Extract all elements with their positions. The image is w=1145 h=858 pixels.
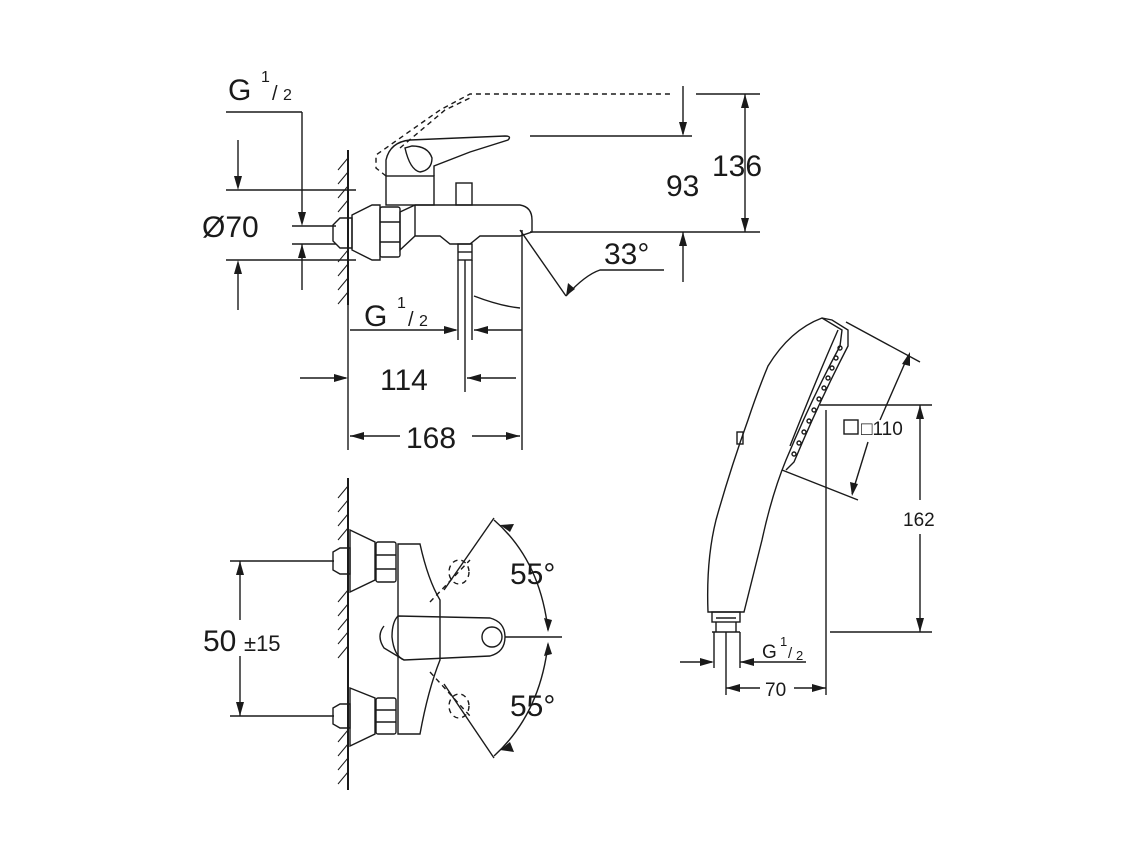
width-label: 70 xyxy=(765,680,786,701)
diverter-knob xyxy=(455,182,473,206)
front-lever xyxy=(391,615,506,661)
thread-top-base: G xyxy=(228,74,251,107)
thread-outlet-num: 1 xyxy=(397,295,406,312)
rotation-down-label: 55° xyxy=(510,690,555,723)
svg-text:/: / xyxy=(408,309,414,331)
depth-total-label: 168 xyxy=(406,422,456,455)
rosette xyxy=(351,204,381,261)
union-nut xyxy=(379,206,401,258)
front-body xyxy=(397,543,441,735)
diameter-label: Ø70 xyxy=(202,211,259,244)
thread-top-num: 1 xyxy=(261,69,270,86)
lever-rotation-positions xyxy=(429,559,471,719)
thread-top-den: 2 xyxy=(283,87,292,104)
rotation-up-label: 55° xyxy=(510,558,555,591)
height-total-label: 136 xyxy=(712,150,762,183)
upper-rosette xyxy=(349,528,376,594)
wall-hatching-front xyxy=(337,485,349,785)
length-label: 162 xyxy=(903,510,935,531)
spray-selector xyxy=(736,431,744,445)
head-size-label: □110 xyxy=(861,419,903,440)
lever-column xyxy=(385,175,435,206)
shower-outline xyxy=(706,317,843,613)
mixer-body xyxy=(399,204,533,252)
height-lever-label: 93 xyxy=(666,170,699,203)
front-view: 55° 55° 50 ±15 xyxy=(203,478,562,790)
thread-outlet-base: G xyxy=(364,300,387,333)
wall-hatching xyxy=(337,157,349,305)
center-tolerance-label: ±15 xyxy=(244,631,281,656)
shower-connector xyxy=(711,611,741,623)
lever-cap xyxy=(481,626,503,648)
shower-thread-den: 2 xyxy=(796,648,803,663)
svg-text:/: / xyxy=(272,83,278,105)
lower-nut xyxy=(375,697,397,735)
spout-angle-label: 33° xyxy=(604,238,649,271)
depth-outlet-label: 114 xyxy=(380,364,428,397)
side-view: G 1 / 2 Ø70 136 93 33° xyxy=(202,69,762,455)
svg-text:/: / xyxy=(788,645,793,662)
shower-thread-num: 1 xyxy=(780,634,787,649)
thread-outlet-den: 2 xyxy=(419,313,428,330)
shower-thread-base: G xyxy=(762,642,777,663)
hand-shower: □110 162 G 1 / 2 70 xyxy=(680,317,935,701)
square-symbol xyxy=(843,419,859,435)
center-distance-label: 50 xyxy=(203,625,236,658)
lower-rosette xyxy=(349,686,376,748)
lever xyxy=(385,135,511,176)
lever-grip xyxy=(404,145,433,173)
spray-nozzles xyxy=(791,345,843,457)
upper-nut xyxy=(375,541,397,583)
lever-raised-outline xyxy=(375,93,670,177)
